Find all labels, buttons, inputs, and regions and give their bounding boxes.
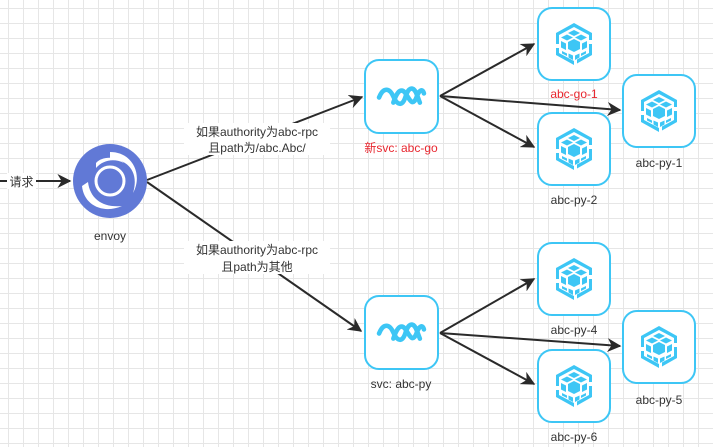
entry-label-bg xyxy=(7,173,36,189)
envoy-label: envoy xyxy=(94,229,126,243)
pod-label: abc-py-1 xyxy=(636,156,683,170)
pod-label: abc-py-2 xyxy=(551,193,598,207)
route-label-go-bg xyxy=(184,123,330,155)
route-label-go-line1: 如果authority为abc-rpc xyxy=(196,124,318,139)
pod-label: abc-py-6 xyxy=(551,430,598,444)
edge-svc-abc-py-to-abc-py-5[interactable] xyxy=(439,332,622,353)
route-label-py-line2: 且path为其他 xyxy=(221,260,292,274)
pod-label: abc-py-4 xyxy=(551,323,598,337)
edge-svc-abc-py-to-abc-py-6[interactable] xyxy=(439,332,536,385)
edge-svc-abc-py-to-abc-py-4[interactable] xyxy=(439,278,536,334)
pod-label: abc-go-1 xyxy=(550,87,598,101)
edge-svc-abc-go-to-abc-py-1[interactable] xyxy=(439,95,622,117)
edge-svc-abc-go-to-abc-py-2[interactable] xyxy=(439,95,536,148)
pod-abc-py-1[interactable]: abc-py-1 xyxy=(622,74,696,170)
route-label-go: 如果authority为abc-rpc 且path为/abc.Abc/ xyxy=(184,123,330,155)
pod-abc-go-1[interactable]: abc-go-1 xyxy=(537,7,611,101)
svc-abc-py-label: svc: abc-py xyxy=(371,377,432,391)
pod-abc-py-5[interactable]: abc-py-5 xyxy=(622,310,696,407)
pod-abc-py-4[interactable]: abc-py-4 xyxy=(537,242,611,337)
svc-abc-py-box xyxy=(364,295,439,370)
pod-abc-py-2[interactable]: abc-py-2 xyxy=(537,112,611,207)
route-label-py-bg xyxy=(184,241,330,274)
pod-label: abc-py-5 xyxy=(636,393,683,407)
envoy-node[interactable]: envoy xyxy=(73,144,147,243)
route-label-go-line2: 且path为/abc.Abc/ xyxy=(208,141,306,155)
svc-abc-go-node[interactable]: 新svc: abc-go xyxy=(364,59,439,155)
route-label-py-line1: 如果authority为abc-rpc xyxy=(196,242,318,257)
svc-abc-go-box xyxy=(364,59,439,134)
edge-svc-abc-go-to-abc-go-1[interactable] xyxy=(439,43,536,97)
envoy-logo-icon xyxy=(73,144,147,218)
route-label-py: 如果authority为abc-rpc 且path为其他 xyxy=(184,241,330,274)
pod-abc-py-6[interactable]: abc-py-6 xyxy=(537,349,611,444)
svc-abc-py-node[interactable]: svc: abc-py xyxy=(364,295,439,391)
svc-abc-go-label: 新svc: abc-go xyxy=(364,140,438,155)
entry-label: 请求 xyxy=(9,175,33,189)
